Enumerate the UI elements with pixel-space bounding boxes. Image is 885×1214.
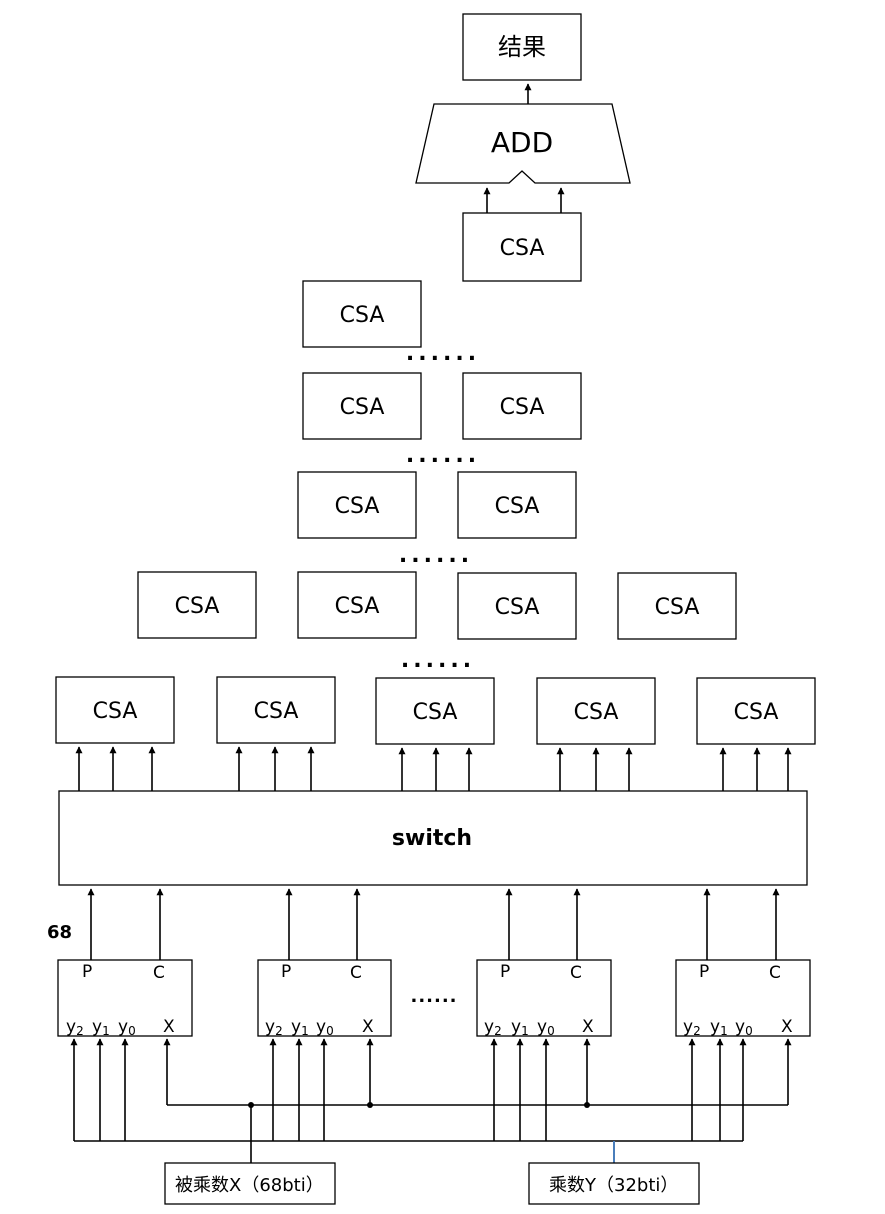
ellipsis-level-5: ...... [406, 341, 480, 366]
port-p: P [82, 962, 92, 982]
csa-label: CSA [500, 395, 545, 420]
switch-block: switch [58, 790, 808, 886]
ellipsis-booth: ...... [410, 986, 457, 1007]
port-c: C [153, 963, 165, 983]
csa-label: CSA [495, 494, 540, 519]
ellipsis-level-2: ...... [401, 648, 475, 673]
port-p: P [281, 962, 291, 982]
input-x-box: 被乘数X（68bti） [164, 1162, 336, 1205]
port-x: X [163, 1017, 175, 1037]
csa-label: CSA [340, 303, 385, 328]
booth-encoder-2: P C y2 y1 y0 X [257, 959, 392, 1038]
result-label: 结果 [498, 33, 546, 61]
csa-label: CSA [335, 494, 380, 519]
csa-level-2: CSA CSA CSA CSA [137, 571, 737, 640]
switch-label: switch [392, 826, 472, 851]
port-c: C [769, 963, 781, 983]
csa-label: CSA [254, 699, 299, 724]
input-y-label: 乘数Y（32bti） [549, 1175, 678, 1196]
csa-final: CSA [462, 212, 582, 282]
csa-label: CSA [175, 594, 220, 619]
csa-level-1: CSA CSA CSA CSA CSA [55, 676, 816, 745]
csa-level-4: CSA CSA [302, 372, 582, 440]
input-y-box: 乘数Y（32bti） [528, 1162, 700, 1205]
csa-label: CSA [93, 699, 138, 724]
csa-final-label: CSA [500, 236, 545, 261]
input-wires [70, 1038, 792, 1163]
port-x: X [362, 1017, 374, 1037]
booth-encoder-4: P C y2 y1 y0 X [675, 959, 811, 1038]
port-p: P [500, 962, 510, 982]
csa-label: CSA [734, 700, 779, 725]
adder-block: ADD [415, 103, 631, 184]
port-c: C [350, 963, 362, 983]
booth-encoder-3: P C y2 y1 y0 X [476, 959, 612, 1038]
booth-encoder-1: P C y2 y1 y0 X [57, 959, 193, 1038]
booth-output-arrows [87, 888, 780, 960]
port-c: C [570, 963, 582, 983]
port-p: P [699, 962, 709, 982]
switch-output-arrows [75, 746, 792, 791]
port-x: X [781, 1017, 793, 1037]
csa-label: CSA [340, 395, 385, 420]
csa-level-3: CSA CSA [297, 471, 577, 539]
ellipsis-level-4: ...... [406, 443, 480, 468]
csa-label: CSA [413, 700, 458, 725]
ellipsis-level-3: ...... [399, 543, 473, 568]
csa-label: CSA [655, 595, 700, 620]
port-x: X [582, 1017, 594, 1037]
bit-width-label: 68 [47, 922, 72, 943]
csa-level-5: CSA [302, 280, 422, 348]
csa-label: CSA [495, 595, 540, 620]
adder-label: ADD [491, 126, 553, 159]
input-x-label: 被乘数X（68bti） [175, 1175, 324, 1196]
result-box: 结果 [462, 13, 582, 81]
csa-label: CSA [574, 700, 619, 725]
csa-label: CSA [335, 594, 380, 619]
